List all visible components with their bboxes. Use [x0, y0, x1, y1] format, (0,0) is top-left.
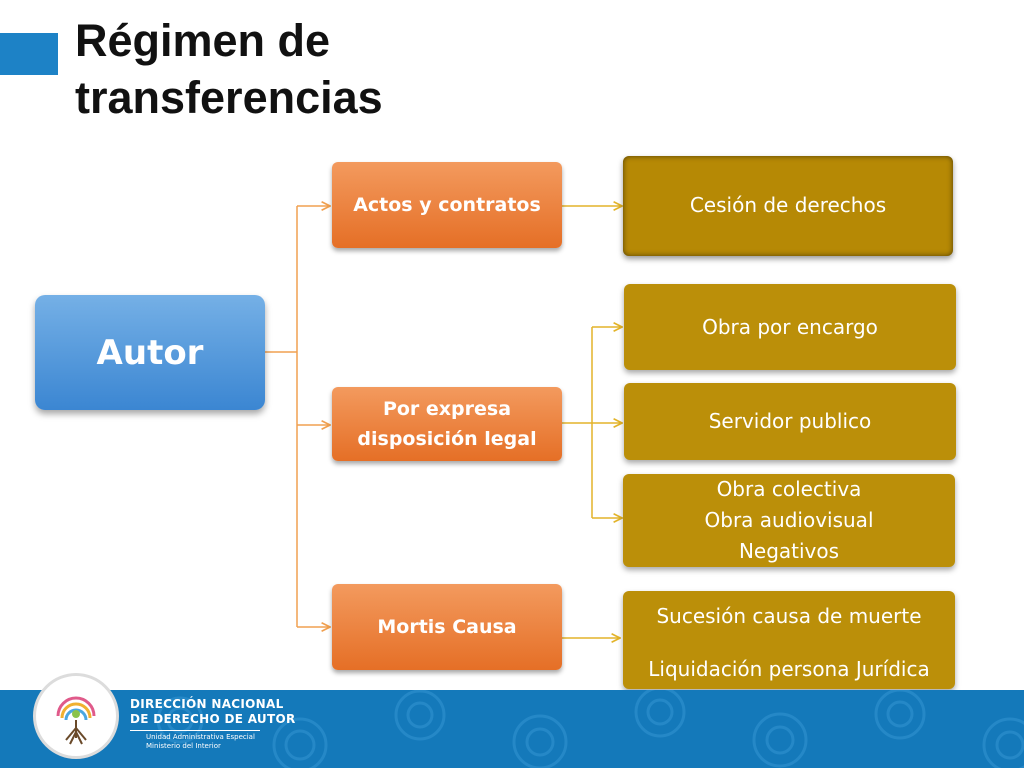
- leaf-obra-colectiva-audiovisual-negativos: Obra colectiva Obra audiovisual Negativo…: [623, 474, 955, 567]
- leaf-sucesion-liquidacion: Sucesión causa de muerte Liquidación per…: [623, 591, 955, 689]
- org-subtitle-line-2: Ministerio del Interior: [146, 742, 221, 750]
- leaf-label: Cesión de derechos: [689, 193, 887, 217]
- branch-label-line-2: disposición legal: [357, 428, 537, 450]
- leaf-label-line-1: Obra colectiva: [716, 477, 862, 501]
- leaf-label-line-2: Obra audiovisual: [704, 508, 874, 532]
- leaf-cesion-de-derechos: Cesión de derechos: [623, 156, 953, 256]
- branch-por-expresa-disposicion-legal: Por expresa disposición legal: [332, 387, 562, 461]
- leaf-label-line-3: Negativos: [738, 539, 840, 563]
- branch-label-line-1: Por expresa: [382, 398, 512, 420]
- org-name-line-1: DIRECCIÓN NACIONAL: [130, 697, 284, 711]
- leaf-label-line-2: Liquidación persona Jurídica: [648, 657, 930, 681]
- branch-to-leaf-connectors: [557, 206, 622, 638]
- footer-band: [0, 690, 1024, 768]
- title-accent-square: [0, 33, 58, 75]
- leaf-label: Obra por encargo: [702, 314, 878, 339]
- slide-title-line-2: transferencias: [75, 72, 383, 123]
- org-divider: [130, 730, 260, 731]
- branch-label: Mortis Causa: [377, 616, 517, 638]
- branch-mortis-causa: Mortis Causa: [332, 584, 562, 670]
- root-to-branch-connectors: [265, 206, 330, 627]
- footer-swirl-pattern: [156, 690, 1024, 768]
- root-node-label: Autor: [96, 332, 204, 373]
- dnda-logo-icon: [56, 696, 96, 745]
- org-subtitle-line-1: Unidad Administrativa Especial: [146, 733, 255, 741]
- branch-label: Actos y contratos: [353, 194, 541, 216]
- leaf-label: Servidor publico: [708, 409, 872, 433]
- leaf-obra-por-encargo: Obra por encargo: [624, 284, 956, 370]
- root-node-autor: Autor: [35, 295, 265, 410]
- leaf-label-line-1: Sucesión causa de muerte: [656, 604, 922, 628]
- dnda-logo: [33, 673, 119, 759]
- leaf-servidor-publico: Servidor publico: [624, 383, 956, 460]
- org-name-line-2: DE DERECHO DE AUTOR: [130, 712, 296, 726]
- organization-name-block: DIRECCIÓN NACIONAL DE DERECHO DE AUTOR U…: [130, 697, 296, 751]
- branch-actos-y-contratos: Actos y contratos: [332, 162, 562, 248]
- slide-title: Régimen de transferencias: [75, 12, 383, 126]
- slide-title-line-1: Régimen de: [75, 15, 331, 66]
